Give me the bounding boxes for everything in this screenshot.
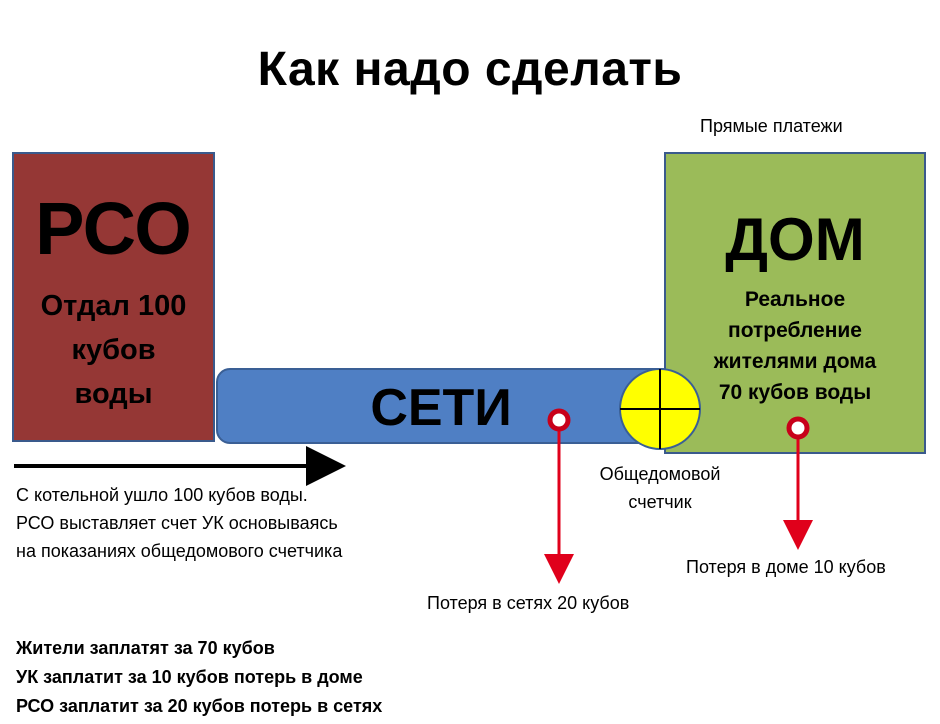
description-line: С котельной ушло 100 кубов воды.: [16, 485, 308, 505]
page-title: Как надо сделать: [257, 43, 683, 96]
payment-summary: Жители заплатят за 70 кубов УК заплатит …: [16, 634, 382, 721]
house-line: Реальное: [744, 288, 846, 311]
rso-line: воды: [74, 378, 153, 410]
rso-description: Отдал 100 кубов воды: [14, 284, 213, 416]
meter-label-line: счетчик: [628, 492, 692, 512]
direct-payments-label: Прямые платежи: [700, 116, 843, 136]
house-name: ДОМ: [725, 206, 865, 273]
summary-line: УК заплатит за 10 кубов потерь в доме: [16, 667, 363, 687]
network-loss-point: [547, 408, 571, 432]
house-box: ДОМ Реальное потребление жителями дома 7…: [664, 152, 926, 454]
meter-label: Общедомовой счетчик: [560, 460, 760, 516]
meter-label-line: Общедомовой: [599, 464, 721, 484]
house-line: 70 кубов воды: [718, 381, 872, 404]
house-loss-label: Потеря в доме 10 кубов: [686, 557, 886, 577]
summary-line: Жители заплатят за 70 кубов: [16, 638, 275, 658]
flow-description: С котельной ушло 100 кубов воды. РСО выс…: [16, 481, 342, 565]
house-description: Реальное потребление жителями дома 70 ку…: [666, 284, 924, 408]
rso-name: РСО: [35, 187, 192, 270]
summary-line: РСО заплатит за 20 кубов потерь в сетях: [16, 696, 383, 716]
house-line: жителями дома: [713, 350, 877, 373]
house-loss-point: [786, 416, 810, 440]
network-name: СЕТИ: [370, 379, 512, 437]
rso-box: РСО Отдал 100 кубов воды: [12, 152, 215, 442]
meter-icon: [619, 368, 701, 450]
network-loss-label: Потеря в сетях 20 кубов: [427, 593, 630, 613]
description-line: РСО выставляет счет УК основываясь: [16, 513, 338, 533]
house-line: потребление: [728, 319, 862, 342]
description-line: на показаниях общедомового счетчика: [16, 541, 343, 561]
rso-line: кубов: [71, 334, 156, 366]
rso-line: Отдал 100: [40, 290, 187, 322]
